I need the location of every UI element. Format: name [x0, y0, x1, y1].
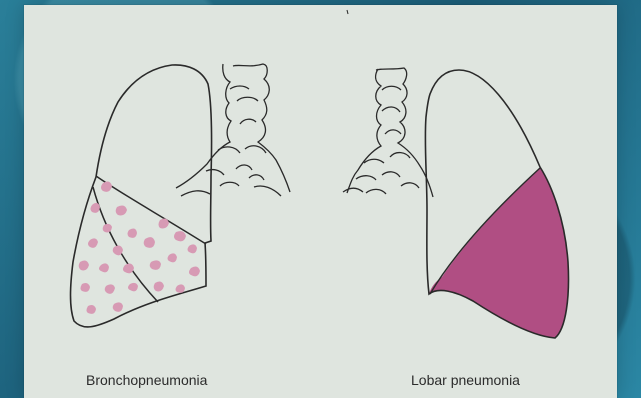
stray-mark [347, 10, 348, 14]
left-lung-fissure-upper [96, 176, 206, 244]
left-lung-outline [71, 65, 212, 327]
lobar-consolidation-area [429, 168, 568, 338]
left-trachea [176, 64, 290, 196]
right-trachea [343, 68, 433, 197]
label-bronchopneumonia: Bronchopneumonia [86, 372, 207, 388]
label-lobar-pneumonia: Lobar pneumonia [411, 372, 520, 388]
